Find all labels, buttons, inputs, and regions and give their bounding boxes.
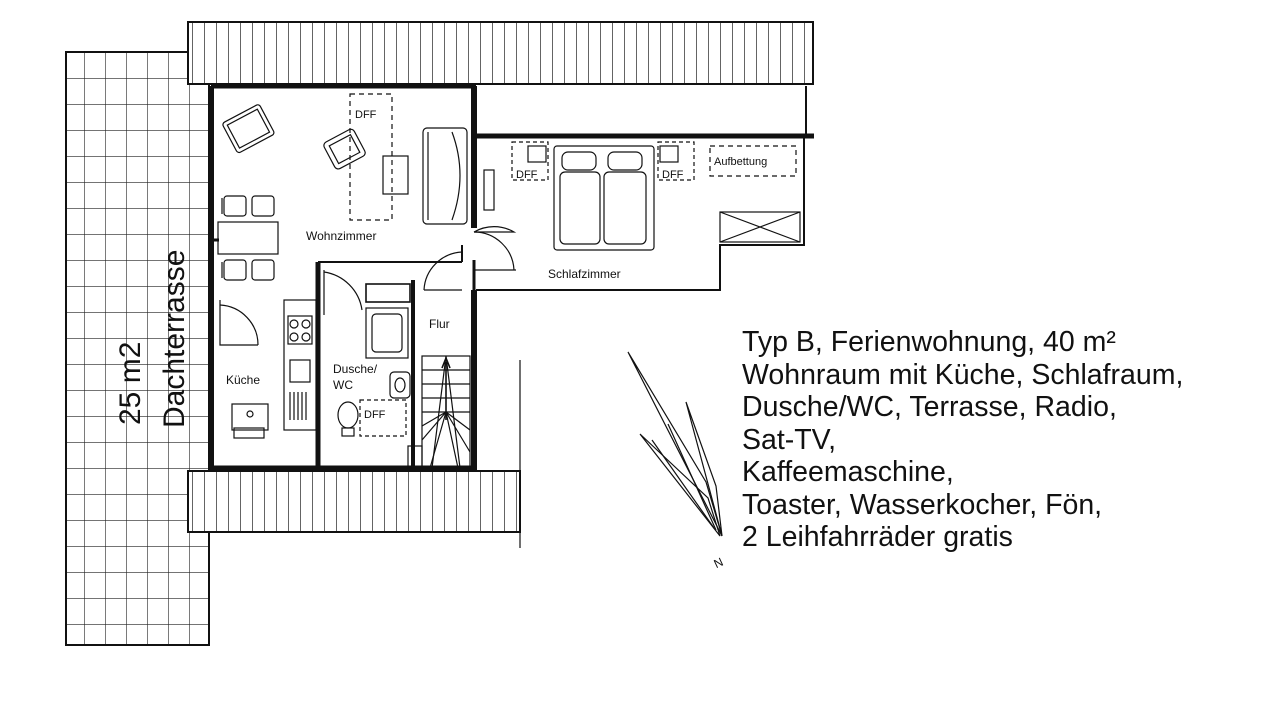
description-line: Typ B, Ferienwohnung, 40 m² xyxy=(742,326,1116,358)
label-dff-bed-right: DFF xyxy=(662,169,684,181)
label-hall: Flur xyxy=(429,317,450,331)
staircase xyxy=(407,355,471,469)
interior xyxy=(212,86,806,470)
description-line: Dusche/WC, Terrasse, Radio, xyxy=(742,391,1117,423)
bathroom-furniture xyxy=(337,283,411,437)
bedroom-furniture xyxy=(511,141,801,251)
walls xyxy=(208,83,814,471)
description-line: Toaster, Wasserkocher, Fön, xyxy=(742,488,1103,521)
description-line: Sat-TV, xyxy=(742,423,836,456)
label-dff-living: DFF xyxy=(355,109,377,121)
label-extra-bed: Aufbettung xyxy=(714,156,767,168)
terrace-area: 25 m2 xyxy=(114,342,147,425)
roof-bottom xyxy=(187,470,521,533)
label-kitchen: Küche xyxy=(226,373,260,387)
doors xyxy=(219,226,517,346)
label-shower-2: WC xyxy=(333,378,353,392)
kitchen-furniture xyxy=(231,299,317,439)
label-dff-bath: DFF xyxy=(364,409,386,421)
apartment-description: Typ B, Ferienwohnung, 40 m² Wohnraum mit… xyxy=(740,326,1183,554)
terrace-labels: 25 m2 Dachterrasse xyxy=(114,250,191,428)
terrace xyxy=(65,51,210,646)
description-line: Kaffeemaschine, xyxy=(742,456,954,488)
label-dff-bed-left: DFF xyxy=(516,169,538,181)
label-living: Wohnzimmer xyxy=(306,229,376,243)
label-shower-1: Dusche/ xyxy=(333,362,378,376)
north-letter: N xyxy=(712,555,726,571)
roof-top xyxy=(187,21,814,85)
label-bedroom: Schlafzimmer xyxy=(548,267,621,281)
north-arrow-icon: N xyxy=(627,351,726,571)
living-furniture xyxy=(217,93,495,281)
description-line: Wohnraum mit Küche, Schlafraum, xyxy=(742,358,1184,391)
description-line: 2 Leihfahrräder gratis xyxy=(742,521,1013,553)
terrace-label: Dachterrasse xyxy=(158,250,191,428)
room-labels: Wohnzimmer Schlafzimmer Küche Dusche/ WC… xyxy=(226,109,767,421)
